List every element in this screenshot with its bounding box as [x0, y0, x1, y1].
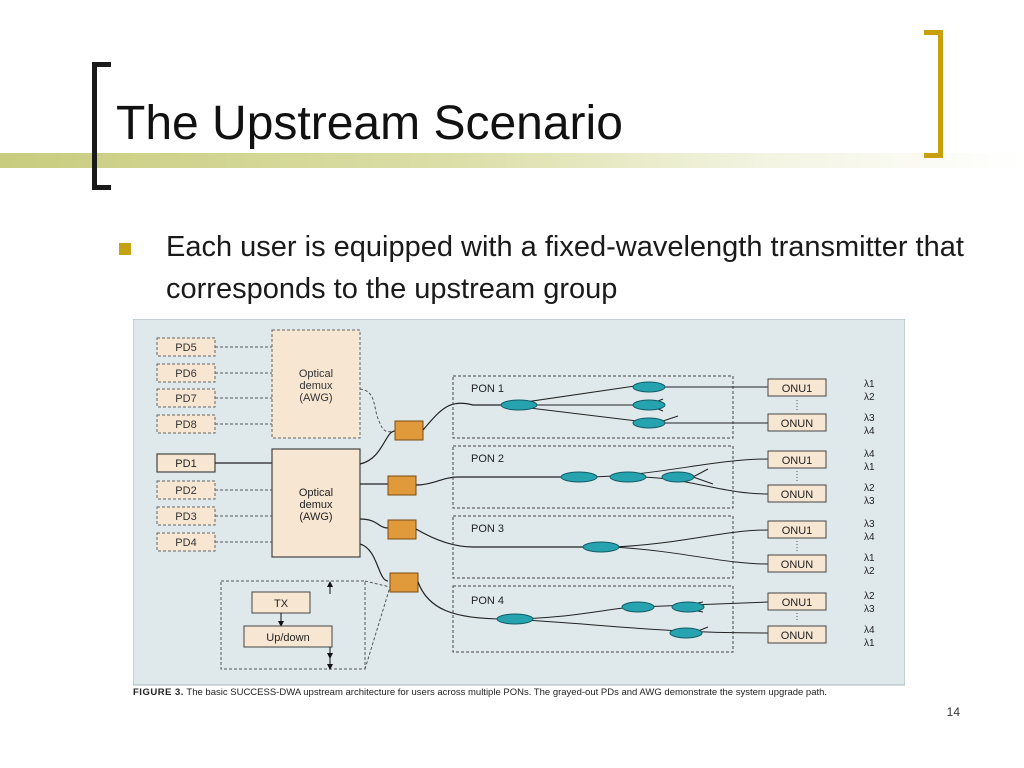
pon-3-label: PON 3 — [471, 523, 504, 535]
tx-updown-unit: TX Up/down — [220, 580, 391, 670]
pd2-box: PD2 — [156, 480, 216, 500]
pon-1-lambda-2: λ2 — [864, 392, 875, 403]
slide-title: The Upstream Scenario — [116, 97, 623, 150]
optical-demux-awg: Optical demux (AWG) — [271, 448, 361, 558]
pd7-label: PD7 — [175, 393, 196, 405]
pon-1-group: PON 1 ONU1 ONUN λ1 λ2 λ3 λ4 — [452, 375, 875, 439]
pon-1-onu-top: ONU1 — [782, 383, 813, 395]
awg-upgrade-line2: demux — [299, 380, 333, 392]
pon-1-lambda-3: λ3 — [864, 413, 875, 424]
pon-4-group: PON 4 ONU1 ONUN λ2 λ3 λ4 λ1 — [452, 585, 875, 653]
pd2-label: PD2 — [175, 485, 196, 497]
amplifier-4 — [389, 572, 419, 593]
pon-1-lambda-1: λ1 — [864, 379, 875, 390]
pd8-label: PD8 — [175, 419, 196, 431]
pd5-box: PD5 — [156, 337, 216, 357]
awg-upgrade-line1: Optical — [299, 368, 333, 380]
pd8-box: PD8 — [156, 414, 216, 434]
pon-3-lambda-1: λ3 — [864, 519, 875, 530]
pd6-box: PD6 — [156, 363, 216, 383]
pd5-label: PD5 — [175, 342, 196, 354]
pon-1-lambda-4: λ4 — [864, 426, 875, 437]
right-bracket-decoration — [924, 30, 943, 158]
awg-line2: demux — [299, 499, 333, 511]
pon-4-lambda-3: λ4 — [864, 625, 875, 636]
figure-caption-label: FIGURE 3. — [133, 687, 184, 698]
pon-4-lambda-4: λ1 — [864, 638, 875, 649]
awg-line3: (AWG) — [299, 511, 332, 523]
optical-demux-awg-upgrade: Optical demux (AWG) — [271, 329, 361, 439]
pon-3-onu-top: ONU1 — [782, 525, 813, 537]
pd3-box: PD3 — [156, 506, 216, 526]
amplifier-pon-connections — [415, 402, 583, 620]
pd1-box: PD1 — [156, 453, 216, 473]
left-bracket-decoration — [92, 62, 111, 190]
bullet-text: Each user is equipped with a fixed-wavel… — [166, 231, 964, 305]
pon-2-onu-bottom: ONUN — [781, 489, 813, 501]
pon-2-group: PON 2 ONU1 ONUN λ4 λ1 λ2 λ3 — [452, 445, 875, 509]
pon-1-label: PON 1 — [471, 383, 504, 395]
page-number: 14 — [946, 705, 960, 719]
pon-4-lambda-2: λ3 — [864, 604, 875, 615]
awg-line1: Optical — [299, 487, 333, 499]
pd4-label: PD4 — [175, 537, 196, 549]
pd-awg-connections — [215, 346, 272, 543]
pd7-box: PD7 — [156, 388, 216, 408]
pon-2-lambda-3: λ2 — [864, 483, 875, 494]
bullet-square-icon — [119, 243, 131, 255]
pon-2-lambda-1: λ4 — [864, 449, 875, 460]
pd3-label: PD3 — [175, 511, 196, 523]
pd4-box: PD4 — [156, 532, 216, 552]
pon-2-label: PON 2 — [471, 453, 504, 465]
pon-3-lambda-2: λ4 — [864, 532, 875, 543]
pon-1-onu-bottom: ONUN — [781, 418, 813, 430]
amplifier-2 — [387, 475, 417, 496]
amplifier-3 — [387, 519, 417, 540]
pon-4-onu-top: ONU1 — [782, 597, 813, 609]
pon-3-onu-bottom: ONUN — [781, 559, 813, 571]
pon-2-onu-top: ONU1 — [782, 455, 813, 467]
pon-3-group: PON 3 ONU1 ONUN λ3 λ4 λ1 λ2 — [452, 515, 875, 579]
pon-3-lambda-3: λ1 — [864, 553, 875, 564]
pon-4-lambda-1: λ2 — [864, 591, 875, 602]
title-underline-band — [0, 153, 1024, 168]
pd1-label: PD1 — [175, 458, 196, 470]
pon-4-onu-bottom: ONUN — [781, 630, 813, 642]
upstream-architecture-figure: PD5 PD6 PD7 PD8 PD1 PD2 PD3 PD4 — [133, 319, 905, 698]
amplifier-1 — [394, 420, 424, 441]
pon-2-lambda-2: λ1 — [864, 462, 875, 473]
tx-label: TX — [274, 598, 289, 610]
pon-2-lambda-4: λ3 — [864, 496, 875, 507]
pon-3-lambda-4: λ2 — [864, 566, 875, 577]
awg-upgrade-line3: (AWG) — [299, 392, 332, 404]
awg-amplifier-connections — [359, 388, 396, 582]
figure-caption-text: The basic SUCCESS-DWA upstream architect… — [186, 687, 828, 698]
figure-caption: FIGURE 3. The basic SUCCESS-DWA upstream… — [133, 687, 828, 698]
updown-label: Up/down — [266, 632, 309, 644]
pon-4-label: PON 4 — [471, 595, 504, 607]
pd6-label: PD6 — [175, 368, 196, 380]
